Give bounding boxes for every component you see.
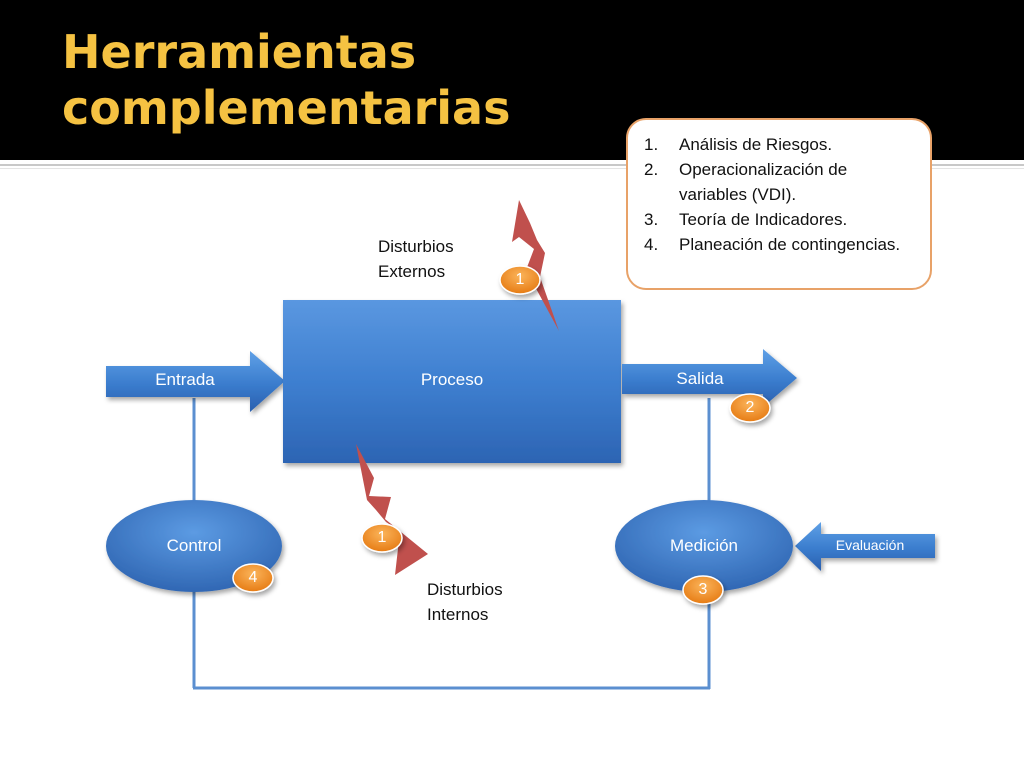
internal-disturbance-badge-number: 1 — [377, 529, 387, 546]
internal-disturbance-lightning-icon — [356, 444, 428, 575]
evaluation-label: Evaluación — [835, 537, 905, 553]
output-label: Salida — [676, 369, 724, 388]
tools-list-number: 1. — [644, 135, 659, 154]
slide-title: Herramientas complementarias — [62, 24, 622, 136]
internal-disturbances-label: Disturbios Internos — [427, 577, 503, 627]
measurement-badge-number: 3 — [698, 581, 708, 598]
tools-list-number: 3. — [644, 210, 659, 229]
output-badge-number: 2 — [745, 399, 755, 416]
tools-list-item: 4. Planeación de contingencias. — [644, 232, 916, 257]
control-badge — [232, 563, 274, 593]
external-disturbance-badge-number: 1 — [515, 271, 525, 288]
external-disturbance-badge — [499, 265, 541, 295]
tools-list-item: 3. Teoría de Indicadores. — [644, 207, 916, 232]
tools-list-item: 1. Análisis de Riesgos. — [644, 132, 916, 157]
feedback-loop-lines — [192, 398, 711, 690]
header-divider — [0, 164, 1024, 166]
external-disturbances-label: Disturbios Externos — [378, 234, 454, 284]
external-disturbances-line-1: Disturbios — [378, 237, 454, 256]
slide-title-line-2: complementarias — [62, 81, 511, 136]
control-badge-number: 4 — [248, 569, 258, 586]
evaluation-arrow — [795, 522, 935, 571]
process-box — [283, 300, 621, 463]
tools-list: 1. Análisis de Riesgos. 2. Operacionaliz… — [644, 132, 916, 257]
external-disturbance-lightning-icon — [512, 200, 559, 331]
tools-list-text: Planeación de contingencias. — [679, 235, 901, 254]
tools-list-item: 2. Operacionalización de variables (VDI)… — [644, 157, 916, 207]
internal-disturbance-badge — [361, 523, 403, 553]
input-arrow — [106, 351, 285, 412]
measurement-label: Medición — [669, 536, 739, 555]
tools-list-number: 4. — [644, 235, 659, 254]
control-label: Control — [166, 536, 222, 555]
measurement-badge — [682, 575, 724, 605]
tools-list-text: Teoría de Indicadores. — [679, 210, 848, 229]
tools-list-text: Análisis de Riesgos. — [679, 135, 833, 154]
internal-disturbances-line-1: Disturbios — [427, 580, 503, 599]
internal-disturbances-line-2: Internos — [427, 605, 489, 624]
slide-title-line-1: Herramientas — [62, 25, 417, 79]
tools-list-number: 2. — [644, 160, 659, 179]
input-label: Entrada — [155, 370, 215, 389]
output-badge — [729, 393, 771, 423]
header-divider-shadow — [0, 168, 1024, 169]
tools-callout-box: 1. Análisis de Riesgos. 2. Operacionaliz… — [626, 118, 932, 290]
tools-list-text: Operacionalización de variables (VDI). — [679, 160, 848, 204]
output-arrow — [622, 349, 797, 407]
process-label: Proceso — [420, 370, 484, 389]
measurement-oval — [615, 500, 793, 592]
external-disturbances-line-2: Externos — [378, 262, 446, 281]
